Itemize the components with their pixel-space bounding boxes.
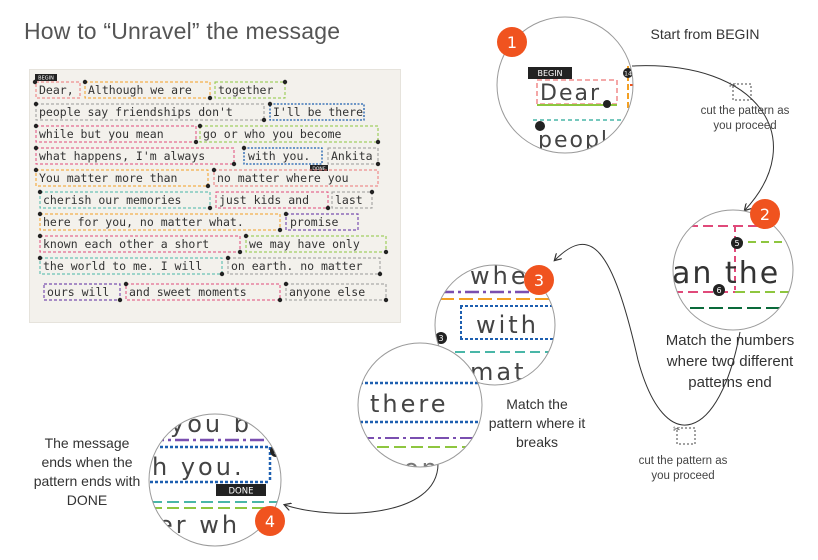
cut-note-1: cut the pattern as you proceed	[700, 105, 790, 132]
zoom-text: whe	[470, 262, 529, 290]
letter-fragment: and sweet moments	[129, 285, 247, 299]
diagram-title: How to “Unravel” the message	[24, 18, 341, 44]
letter-fragment: on earth. no matter	[231, 259, 363, 273]
letter-fragment: we may have only	[249, 237, 360, 251]
letter-done-tag: DONE	[312, 166, 325, 172]
letter-fragment: here for you, no matter what.	[43, 215, 244, 229]
zoom-text: Dear	[540, 81, 601, 106]
zoom-circle-3: whe with mat 3	[434, 262, 556, 386]
zoom-text: there	[370, 390, 449, 418]
step-badge-3: 3	[524, 265, 554, 295]
zoom-text: h you.	[152, 453, 245, 481]
letter-fragment: go or who you become	[203, 127, 342, 141]
letter-fragment: Ankita	[331, 149, 373, 163]
letter-fragment: anyone else	[289, 285, 365, 299]
step-3-caption: Match the pattern where it breaks	[488, 396, 586, 450]
zoom-circle-4: you b h you. DONE er wh 1	[148, 413, 282, 547]
zoom-text: acon	[370, 454, 440, 482]
letter-fragment: promise	[290, 215, 339, 229]
zoom-text: peopl	[538, 128, 609, 153]
letter-fragment: You matter more than	[39, 171, 177, 185]
zoom-begin-tag: BEGIN	[537, 69, 562, 78]
step-badge-1: 1	[497, 27, 527, 57]
zoom-text: with	[476, 311, 539, 339]
letter-fragment: no matter where you	[217, 171, 349, 185]
letter-begin-tag: BEGIN	[38, 76, 54, 82]
letter-fragment: the world to me. I will	[43, 259, 202, 273]
zoom-text: mat	[470, 358, 527, 386]
step-1-caption: Start from BEGIN	[650, 26, 760, 42]
arrow-1-to-2	[631, 65, 774, 210]
letter-fragment: last	[335, 193, 363, 207]
step-badge-number: 4	[265, 512, 275, 531]
letter-fragment: Although we are	[88, 83, 192, 97]
scissors-icon: ✂	[729, 81, 752, 101]
letter-fragment: what happens, I'm always	[39, 149, 205, 163]
step-2-caption: Match the numbers where two different pa…	[665, 332, 795, 391]
letter-fragment: Dear,	[39, 83, 74, 97]
arrow-2-to-3	[555, 243, 741, 426]
letter-fragment: cherish our memories	[43, 193, 181, 207]
zoom-text: er wh	[158, 511, 240, 539]
step-badge-number: 1	[507, 33, 517, 52]
zoom-circle-3b: there acon	[357, 342, 483, 482]
zoom-circle-2: an the 5 6	[672, 209, 794, 331]
step-4-caption: The message ends when the pattern ends w…	[33, 435, 141, 508]
step-badge-number: 2	[760, 205, 770, 224]
zoom-marker: 3	[438, 334, 443, 343]
zoom-marker: 5	[734, 239, 739, 248]
step-badge-number: 3	[534, 271, 544, 290]
letter-fragment: with you.	[248, 149, 310, 163]
cut-note-2: cut the pattern as you proceed	[638, 455, 728, 482]
zoom-done-tag: DONE	[229, 487, 254, 497]
arrow-3-to-4	[285, 461, 439, 514]
scissors-icon: ✂	[673, 425, 696, 445]
step-badge-2: 2	[750, 199, 780, 229]
letter-fragment: while but you mean	[39, 127, 164, 141]
letter-fragment: known each other a short	[43, 237, 209, 251]
svg-text:✂: ✂	[673, 425, 681, 435]
letter-fragment: ours will	[47, 285, 109, 299]
step-badge-4: 4	[255, 506, 285, 536]
zoom-marker: 6	[716, 286, 721, 295]
letter-fragment: just kids and	[219, 193, 309, 207]
letter-svg: BEGIN Dear, Although we are together peo…	[32, 74, 389, 303]
zoom-text: an the	[672, 256, 780, 291]
letter-fragment: together	[218, 83, 273, 97]
svg-text:✂: ✂	[729, 81, 737, 91]
letter-fragment: I'll be there	[273, 105, 363, 119]
zoom-marker: 14	[624, 71, 632, 78]
letter-fragment: people say friendships don't	[39, 105, 233, 119]
letter-card: BEGIN Dear, Although we are together peo…	[30, 70, 400, 322]
